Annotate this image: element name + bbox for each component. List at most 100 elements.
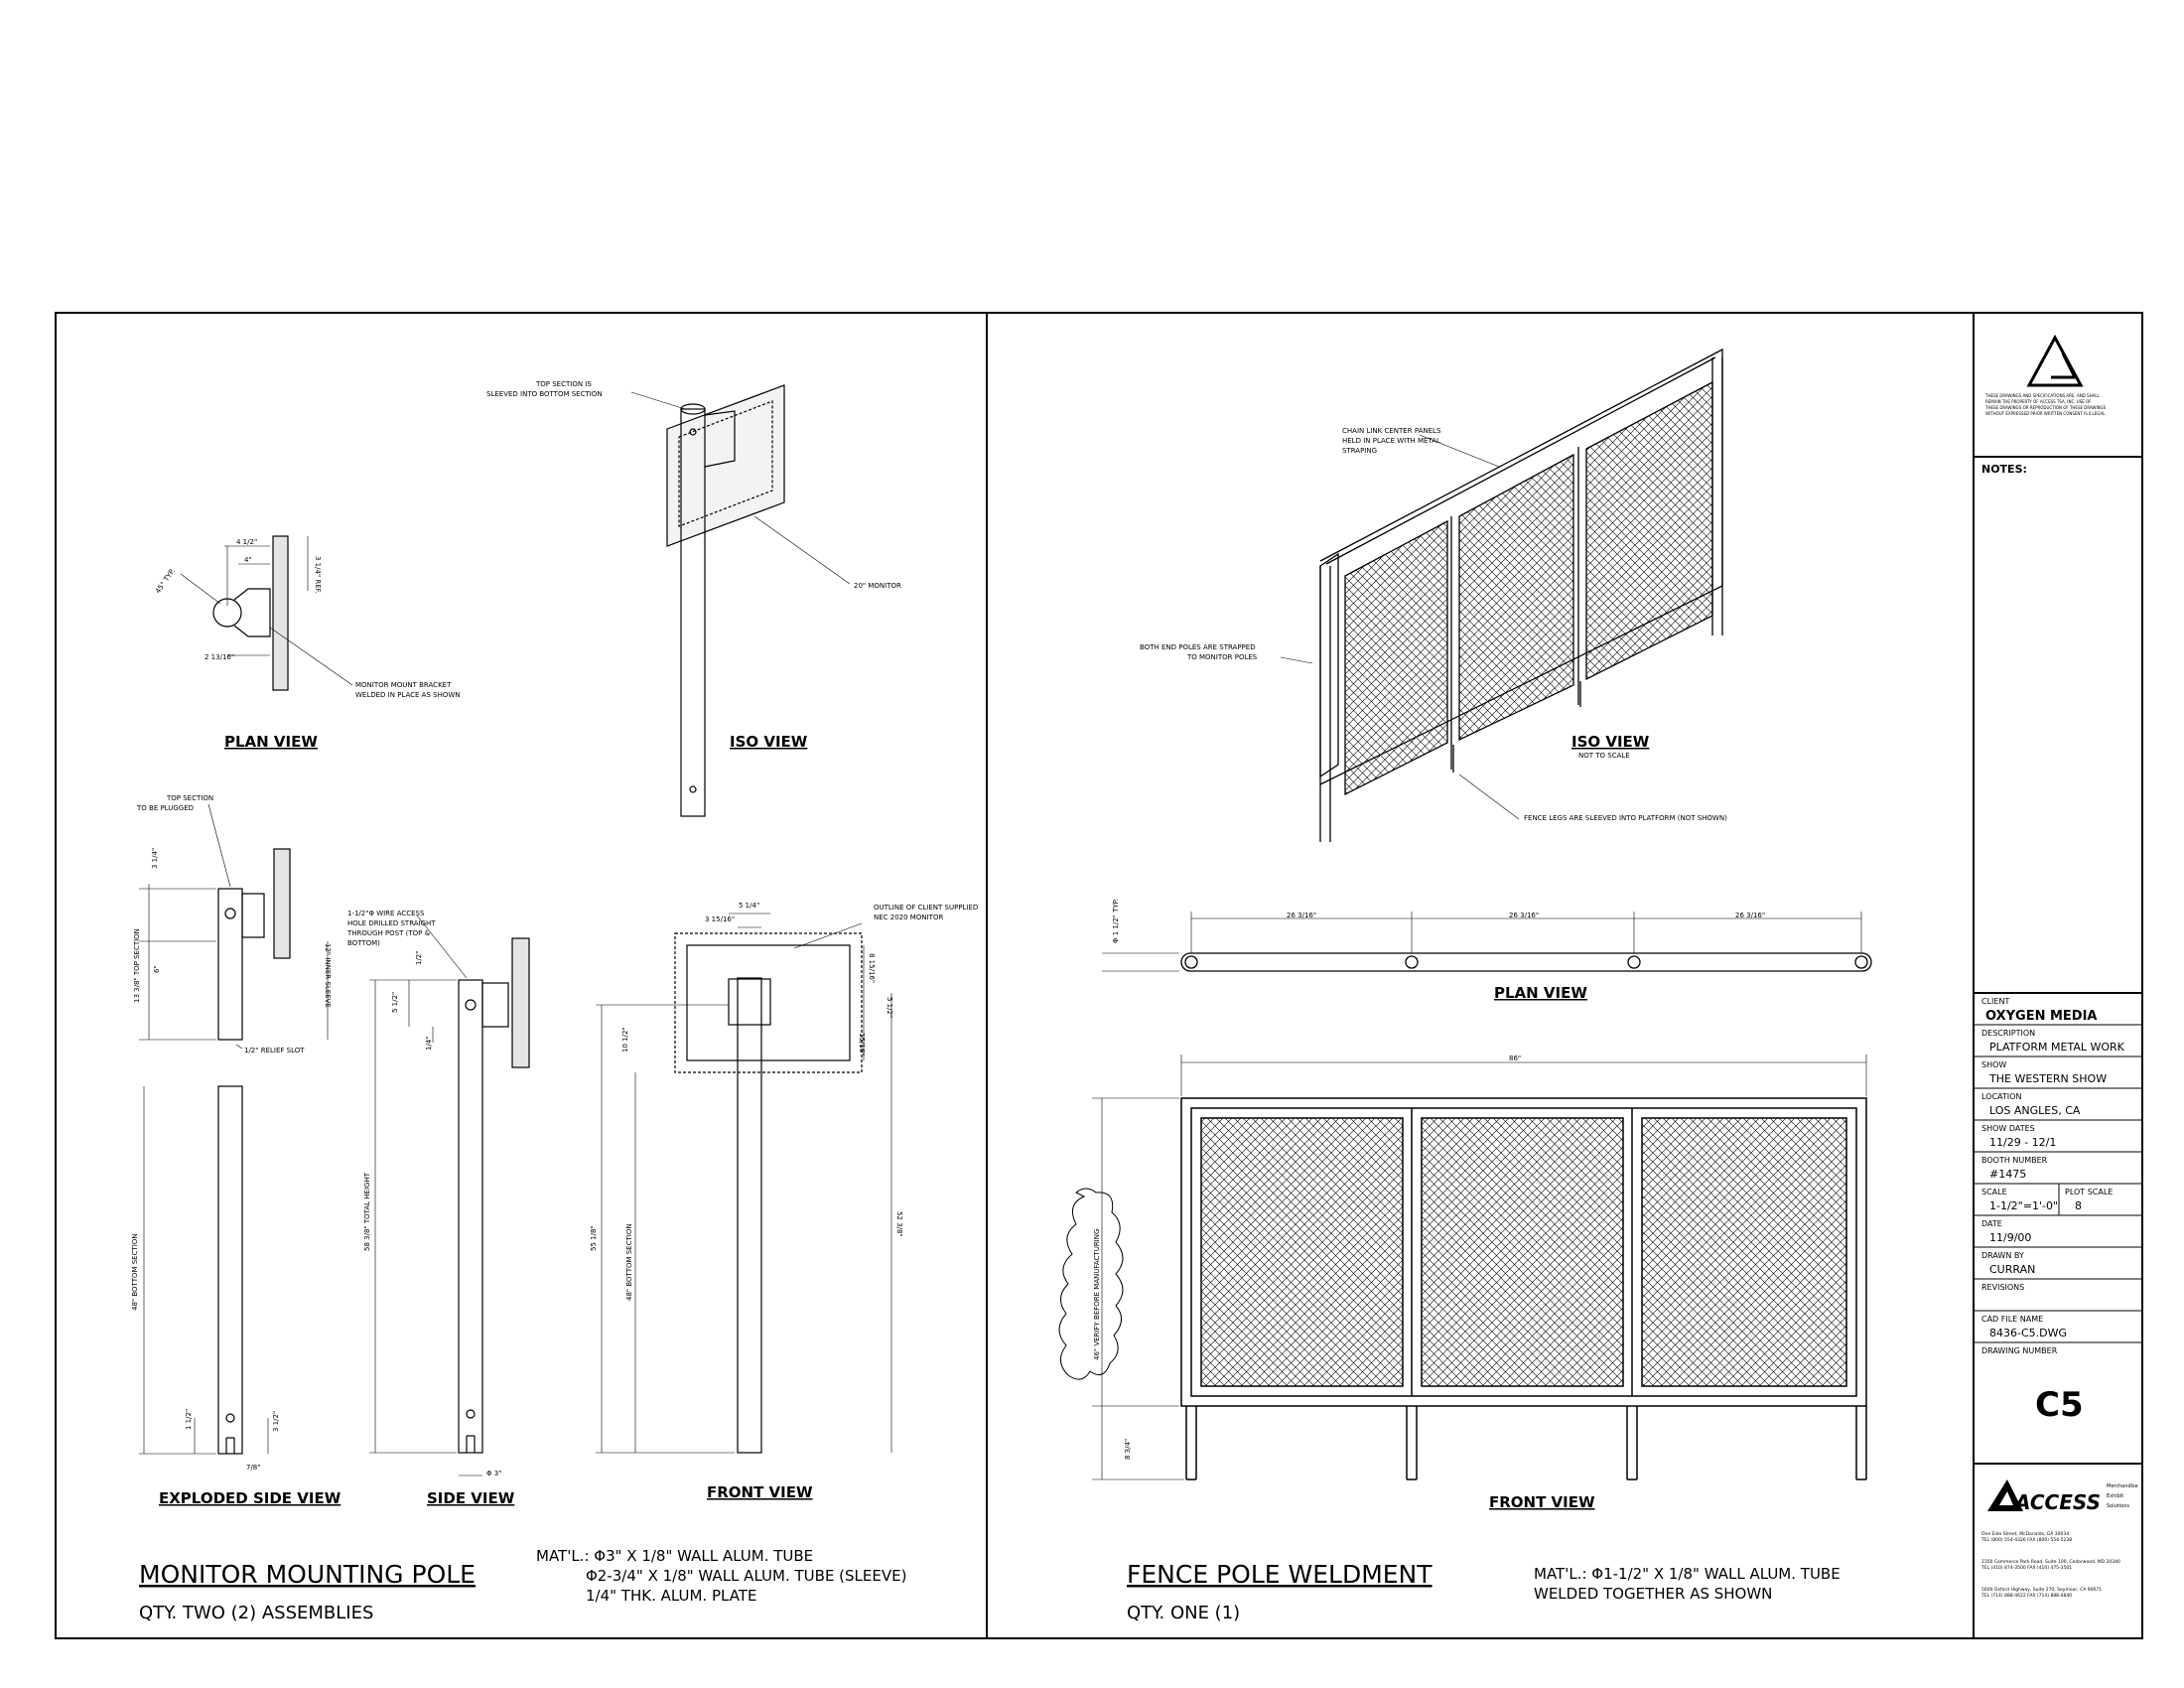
address-3: 5600 Oxford Highway, Suite 270, Seymour,… xyxy=(1981,1587,2102,1593)
note-outline-1: OUTLINE OF CLIENT SUPPLIED xyxy=(874,904,978,912)
note-plugged-1: TOP SECTION xyxy=(166,794,213,802)
dim-fence-plan-1: 26 3/16" xyxy=(1287,912,1316,919)
client-label: CLIENT xyxy=(1981,997,2009,1006)
show-dates-value: 11/29 - 12/1 xyxy=(1989,1136,2056,1149)
dim-front-g: 55 1/8" xyxy=(590,1225,598,1251)
fence-iso-drawing xyxy=(1280,348,1723,842)
company-name: ACCESS xyxy=(2013,1490,2101,1514)
monitor-pole-qty: QTY. TWO (2) ASSEMBLIES xyxy=(139,1603,373,1623)
booth-value: #1475 xyxy=(1989,1168,2026,1181)
dim-fence-plan-t: Φ 1 1/2" TYP. xyxy=(1112,899,1120,943)
note-wire-2: HOLE DRILLED STRAIGHT xyxy=(347,919,436,927)
date-label: DATE xyxy=(1981,1219,2002,1228)
view-title-plan: PLAN VIEW xyxy=(224,733,318,751)
view-title-fence-iso: ISO VIEW xyxy=(1571,733,1650,751)
location-value: LOS ANGLES, CA xyxy=(1989,1104,2081,1117)
drawn-by-label: DRAWN BY xyxy=(1981,1251,2024,1260)
show-value: THE WESTERN SHOW xyxy=(1988,1072,2107,1085)
dim-side-d: 58 3/8" TOTAL HEIGHT xyxy=(363,1172,371,1251)
company-tag-1: Merchandise xyxy=(2107,1483,2138,1489)
booth-label: BOOTH NUMBER xyxy=(1981,1156,2048,1165)
note-end-poles-2: TO MONITOR POLES xyxy=(1186,653,1258,661)
address-2: 2350 Commerce Park Road, Suite 100, Ceda… xyxy=(1981,1559,2120,1565)
view-title-iso: ISO VIEW xyxy=(730,733,808,751)
front-view-drawing xyxy=(596,913,892,1454)
description-value: PLATFORM METAL WORK xyxy=(1989,1041,2125,1054)
monitor-pole-mat-1: MAT'L.: Φ3" X 1/8" WALL ALUM. TUBE xyxy=(536,1547,813,1565)
fence-plan-drawing xyxy=(1102,912,1872,972)
plot-scale-value: 8 xyxy=(2075,1199,2082,1212)
fence-front-drawing xyxy=(1058,1055,1867,1480)
note-verify: 46" VERIFY BEFORE MANUFACTURING xyxy=(1093,1229,1101,1360)
dim-exp-d: 12" INNER SLEEVE xyxy=(324,943,332,1008)
view-title-front: FRONT VIEW xyxy=(707,1483,813,1501)
notes-label: NOTES: xyxy=(1981,463,2027,476)
disclaimer-3: THESE DRAWINGS OR REPRODUCTION OF THESE … xyxy=(1984,405,2107,410)
triangle-logo-icon xyxy=(2026,334,2084,387)
monitor-pole-mat-2: Φ2-3/4" X 1/8" WALL ALUM. TUBE (SLEEVE) xyxy=(586,1567,906,1585)
exploded-view-drawing xyxy=(139,803,329,1455)
note-chain-2: HELD IN PLACE WITH METAL xyxy=(1342,437,1440,445)
plan-view-drawing xyxy=(180,535,353,691)
dim-exp-f: 1 1/2" xyxy=(185,1409,193,1430)
note-chain-1: CHAIN LINK CENTER PANELS xyxy=(1342,427,1441,435)
dim-front-i: 52 3/8" xyxy=(895,1211,903,1237)
note-top-section-1: TOP SECTION IS xyxy=(535,380,592,388)
fence-mat-2: WELDED TOGETHER AS SHOWN xyxy=(1534,1585,1772,1603)
revisions-label: REVISIONS xyxy=(1981,1283,2024,1292)
scale-label: SCALE xyxy=(1981,1188,2007,1196)
drawn-by-value: CURRAN xyxy=(1989,1263,2035,1276)
address-1: One Eide Street, McDonalds, GA 30034 xyxy=(1981,1531,2069,1537)
note-chain-3: STRAPING xyxy=(1342,447,1377,455)
disclaimer-1: THESE DRAWINGS AND SPECIFICATIONS ARE, A… xyxy=(1984,393,2101,398)
dim-exp-g: 3 1/2" xyxy=(272,1411,280,1432)
note-wire-3: THROUGH POST (TOP & xyxy=(346,929,431,937)
iso-view-drawing xyxy=(630,384,851,817)
dim-front-c: 8 15/16" xyxy=(868,953,876,983)
note-wire-1: 1-1/2"Φ WIRE ACCESS xyxy=(347,910,425,917)
dim-plan-b: 4" xyxy=(244,556,252,564)
dim-side-a: 1/2" xyxy=(415,951,423,966)
fence-title: FENCE POLE WELDMENT xyxy=(1127,1560,1433,1589)
drawing-number-label: DRAWING NUMBER xyxy=(1981,1346,2058,1355)
show-dates-label: SHOW DATES xyxy=(1981,1124,2035,1133)
side-view-drawing xyxy=(369,914,530,1477)
show-label: SHOW xyxy=(1981,1060,2006,1069)
sheet-border xyxy=(55,312,2143,1639)
phone-1: TEL (800) 554-4326 FAX (800) 554-5238 xyxy=(1980,1537,2072,1543)
disclaimer-4: WITHOUT EXPRESSED PRIOR WRITTEN CONSENT … xyxy=(1985,411,2107,416)
dim-front-a: 5 1/4" xyxy=(739,902,759,910)
dim-front-h: 48" BOTTOM SECTION xyxy=(625,1223,633,1301)
company-tag-3: Solutions xyxy=(2107,1503,2129,1509)
note-wire-4: BOTTOM) xyxy=(347,939,380,947)
cad-file-value: 8436-C5.DWG xyxy=(1989,1327,2067,1339)
dim-side-b: 5 1/2" xyxy=(391,992,399,1013)
access-logo-icon xyxy=(1987,1479,2023,1511)
monitor-pole-title: MONITOR MOUNTING POLE xyxy=(139,1560,476,1589)
dim-plan-a: 4 1/2" xyxy=(236,538,257,546)
cad-file-label: CAD FILE NAME xyxy=(1981,1315,2043,1324)
fence-mat-1: MAT'L.: Φ1-1/2" X 1/8" WALL ALUM. TUBE xyxy=(1534,1565,1841,1583)
note-plugged-2: TO BE PLUGGED xyxy=(136,804,194,812)
disclaimer-2: REMAIN THE PROPERTY OF ACCESS TSA, INC. … xyxy=(1985,399,2092,404)
dim-fence-plan-3: 26 3/16" xyxy=(1735,912,1765,919)
fence-qty: QTY. ONE (1) xyxy=(1127,1603,1240,1623)
dim-plan-c: 3 1/4" REF. xyxy=(314,556,322,594)
date-value: 11/9/00 xyxy=(1989,1231,2031,1244)
dim-exp-c: 6" xyxy=(153,965,161,973)
dim-plan-d: 2 13/16" xyxy=(205,653,234,661)
dim-exp-e: 48" BOTTOM SECTION xyxy=(131,1233,139,1311)
note-bracket-2: WELDED IN PLACE AS SHOWN xyxy=(355,691,461,699)
dim-fence-front-leg: 8 3/4" xyxy=(1124,1439,1132,1460)
note-bracket-1: MONITOR MOUNT BRACKET xyxy=(355,681,452,689)
dim-front-b: 3 15/16" xyxy=(705,915,735,923)
view-title-exploded: EXPLODED SIDE VIEW xyxy=(159,1489,341,1507)
dim-side-e: Φ 3" xyxy=(486,1470,501,1477)
dim-fence-front-w: 86" xyxy=(1509,1055,1521,1062)
note-monitor: 20" MONITOR xyxy=(854,582,901,590)
phone-2: TEL (410) 874-3500 FAX (410) 475-3501 xyxy=(1980,1565,2072,1571)
dim-front-d: 5 1/2" xyxy=(886,997,893,1018)
dim-exp-h: 7/8" xyxy=(246,1464,261,1472)
dim-side-c: 1/4" xyxy=(425,1037,433,1052)
